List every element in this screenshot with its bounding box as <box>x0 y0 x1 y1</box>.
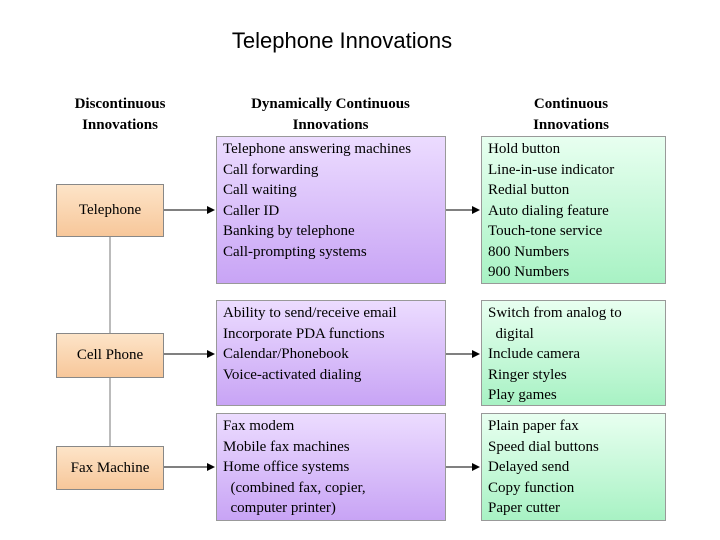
innovation-box-fax-machine: Fax Machine <box>56 446 164 490</box>
list-item: Home office systems <box>223 459 350 475</box>
list-item: Banking by telephone <box>223 223 355 239</box>
list-item: digital <box>488 325 534 342</box>
list-item: Caller ID <box>223 202 280 219</box>
list-item: Paper cutter <box>488 500 561 516</box>
list-item: Copy function <box>488 479 575 496</box>
list-item: (combined fax, copier, <box>223 479 366 496</box>
continuous-box-telephone: Hold button Line-in-use indicator Redial… <box>481 136 666 284</box>
innovation-label: Fax Machine <box>70 459 150 476</box>
list-item: Play games <box>488 387 557 403</box>
list-item: Calendar/Phonebook <box>223 346 349 362</box>
list-item: Switch from analog to <box>488 305 622 321</box>
list-item: Incorporate PDA functions <box>223 325 385 342</box>
list-item: Call-prompting systems <box>223 243 367 260</box>
list-item: Delayed send <box>488 459 570 475</box>
continuous-box-cell-phone: Switch from analog to digital Include ca… <box>481 300 666 406</box>
list-item: Touch-tone service <box>488 223 603 239</box>
list-item: Include camera <box>488 346 581 362</box>
list-item: Telephone answering machines <box>223 141 412 157</box>
dynamic-box-cell-phone: Ability to send/receive email Incorporat… <box>216 300 446 406</box>
list-item: 900 Numbers <box>488 264 570 280</box>
dynamic-box-telephone: Telephone answering machines Call forwar… <box>216 136 446 284</box>
list-item: Fax modem <box>223 418 295 434</box>
list-item: Plain paper fax <box>488 418 579 434</box>
list-item: 800 Numbers <box>488 243 570 260</box>
column-header-discontinuous: Discontinuous Innovations <box>74 96 166 133</box>
column-header-dynamic: Dynamically Continuous Innovations <box>251 96 410 133</box>
list-item: Redial button <box>488 182 570 198</box>
list-item: Call waiting <box>223 182 297 198</box>
list-item: Speed dial buttons <box>488 438 599 455</box>
list-item: Hold button <box>488 141 561 157</box>
list-item: Mobile fax machines <box>223 438 350 455</box>
page-title: Telephone Innovations <box>231 28 453 53</box>
list-item: computer printer) <box>223 500 336 516</box>
list-item: Ringer styles <box>488 366 567 383</box>
list-item: Voice-activated dialing <box>223 366 362 383</box>
innovation-box-telephone: Telephone <box>56 184 164 237</box>
continuous-box-fax-machine: Plain paper fax Speed dial buttons Delay… <box>481 413 666 521</box>
innovation-label: Telephone <box>78 202 142 218</box>
list-item: Line-in-use indicator <box>488 161 615 178</box>
column-header-continuous: Continuous Innovations <box>533 96 609 133</box>
list-item: Auto dialing feature <box>488 202 609 219</box>
innovation-label: Cell Phone <box>76 347 144 363</box>
list-item: Call forwarding <box>223 161 319 178</box>
innovation-box-cell-phone: Cell Phone <box>56 333 164 378</box>
list-item: Ability to send/receive email <box>223 305 397 321</box>
dynamic-box-fax-machine: Fax modem Mobile fax machines Home offic… <box>216 413 446 521</box>
